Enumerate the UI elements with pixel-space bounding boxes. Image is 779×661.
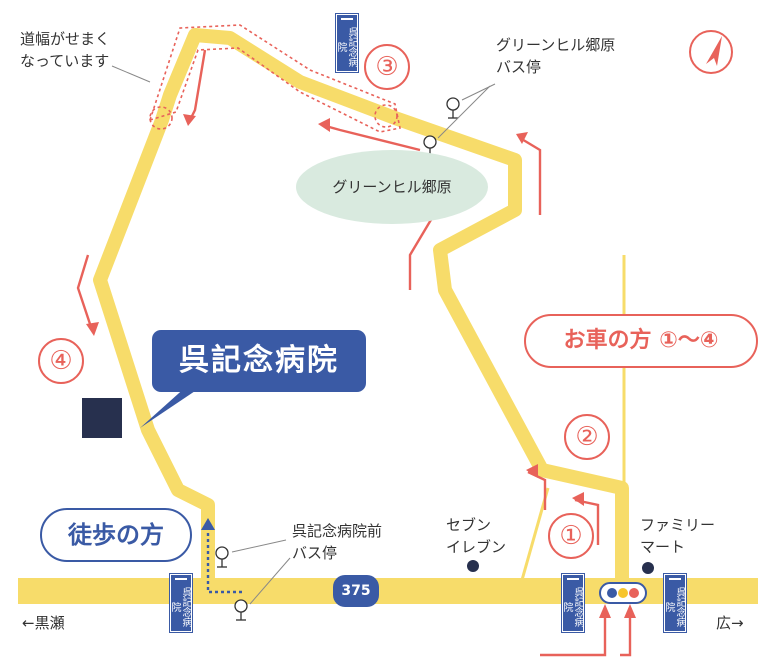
main-road bbox=[18, 578, 758, 604]
family-mart-label: ファミリー マート bbox=[640, 516, 716, 556]
greenhill-area: グリーンヒル郷原 bbox=[296, 150, 488, 224]
hospital-sign-top: 呉記念病院 bbox=[335, 13, 359, 73]
hospital-busstop-label: 呉記念病院前 バス停 bbox=[292, 522, 383, 562]
hospital-sign-center: 呉記念病院 bbox=[561, 573, 585, 633]
step-2-badge: ② bbox=[564, 414, 610, 460]
car-label: お車の方 ①〜④ bbox=[524, 314, 758, 368]
narrow-road-outline bbox=[148, 24, 401, 133]
hospital-sign-west: 呉記念病院 bbox=[169, 573, 193, 633]
narrow-road-note: 道幅がせまく なっています bbox=[20, 30, 111, 70]
west-direction-label: ←黒瀬 bbox=[22, 614, 65, 632]
hospital-name-callout: 呉記念病院 bbox=[152, 330, 366, 392]
seven-eleven-label: セブン イレブン bbox=[446, 516, 507, 556]
route-375-badge: 375 bbox=[333, 575, 379, 607]
narrow-end-a bbox=[149, 106, 173, 130]
compass-icon bbox=[689, 30, 733, 74]
narrow-end-b bbox=[374, 104, 398, 128]
step-1-badge: ① bbox=[548, 513, 594, 559]
callout-pointer bbox=[140, 385, 204, 428]
step-3-badge: ③ bbox=[364, 44, 410, 90]
hospital-building bbox=[82, 398, 122, 438]
side-road-2 bbox=[520, 487, 550, 581]
traffic-light-icon bbox=[599, 582, 647, 604]
walking-arrow-head bbox=[201, 518, 215, 530]
busstop-greenhill-label: グリーンヒル郷原 バス停 bbox=[496, 36, 616, 76]
east-direction-label: 広→ bbox=[716, 614, 744, 632]
hospital-sign-east: 呉記念病院 bbox=[663, 573, 687, 633]
store-dot-icon bbox=[642, 562, 654, 574]
store-dot-icon bbox=[467, 560, 479, 572]
step-4-badge: ④ bbox=[38, 338, 84, 384]
hospital-access-road bbox=[93, 28, 629, 580]
walking-label: 徒歩の方 bbox=[40, 508, 192, 562]
